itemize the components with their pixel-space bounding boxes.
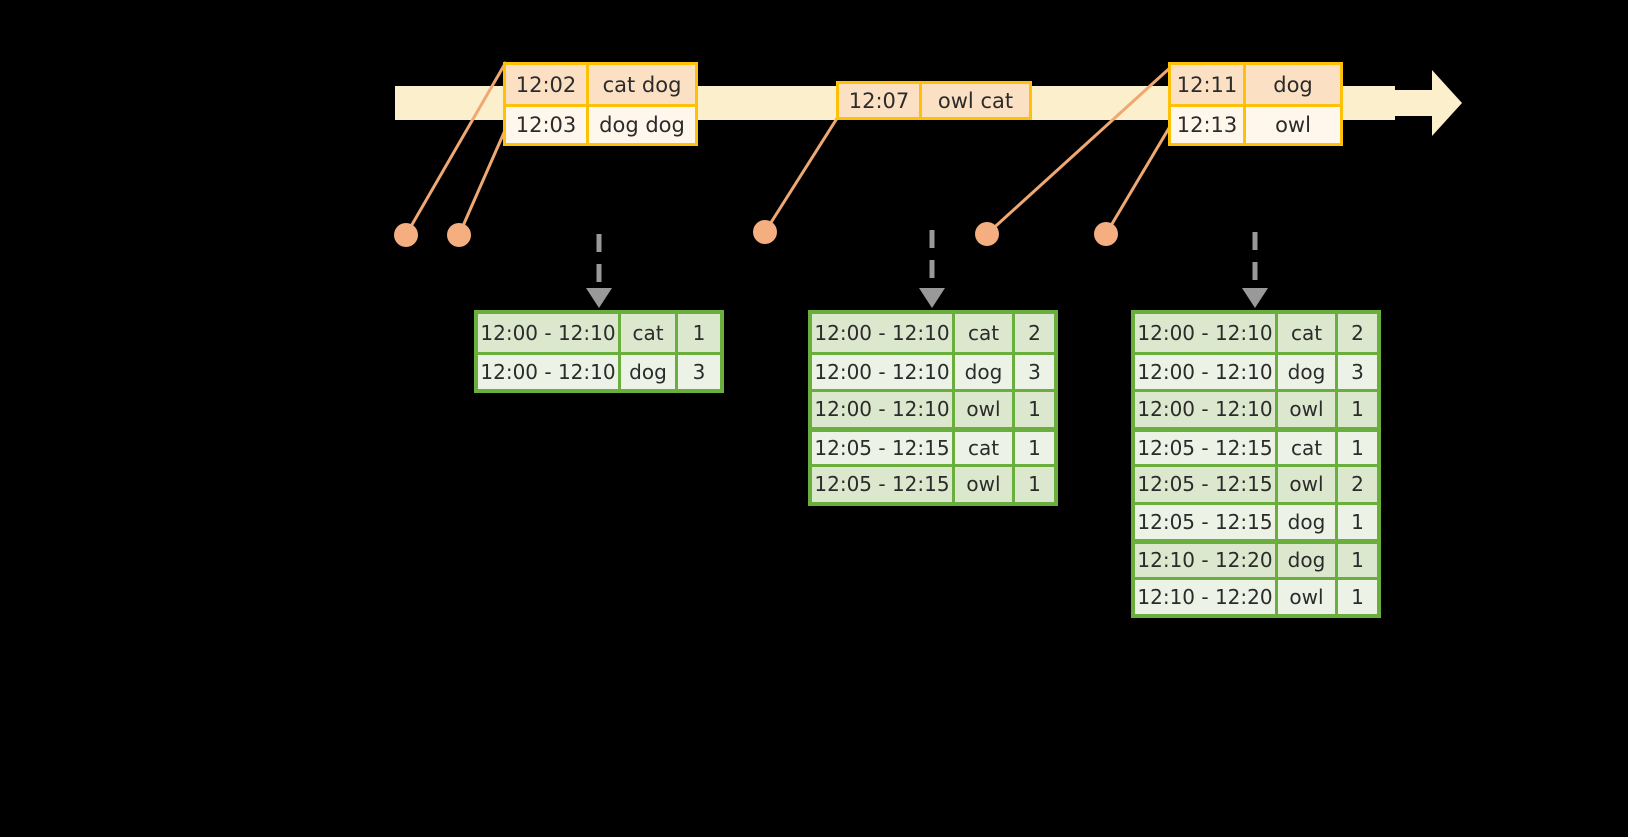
event-time: 12:02 <box>506 65 589 104</box>
table-cell-key: dog <box>955 354 1015 389</box>
table-cell-key: owl <box>1278 579 1338 614</box>
table-cell-count: 1 <box>1351 584 1364 609</box>
table-cell-key: cat <box>955 431 1015 464</box>
event-row: 12:07 owl cat <box>839 84 1029 117</box>
stream-dot-5 <box>1094 222 1118 246</box>
table-cell-count: 3 <box>692 359 706 384</box>
table-cell-window: 12:00 - 12:10 <box>478 354 621 389</box>
table-cell-key: dog <box>1278 544 1338 577</box>
table-cell-count: 1 <box>1028 435 1041 460</box>
table-cell-count: 3 <box>1351 359 1364 384</box>
table-cell-window: 12:00 - 12:10 <box>1135 314 1278 352</box>
stream-dot-3 <box>753 220 777 244</box>
table-cell-count: 1 <box>1351 435 1364 460</box>
table-cell-window: 12:00 - 12:10 <box>478 314 621 352</box>
event-box-1[interactable]: 12:02 cat dog 12:03 dog dog <box>503 62 698 146</box>
table-cell-window: 12:00 - 12:10 <box>812 354 955 389</box>
table-cell-count: 2 <box>1351 472 1364 497</box>
table-cell-window: 12:05 - 12:15 <box>1135 467 1278 502</box>
table-cell-key: owl <box>955 392 1015 427</box>
event-row: 12:03 dog dog <box>506 104 695 143</box>
event-value: owl <box>1275 113 1311 137</box>
connector-4 <box>985 64 1174 236</box>
table-cell-count: 1 <box>692 320 706 345</box>
event-time: 12:03 <box>506 107 589 143</box>
event-value: dog <box>1273 72 1313 97</box>
table-cell-window: 12:00 - 12:10 <box>1135 354 1278 389</box>
table-cell-window: 12:05 - 12:15 <box>1135 504 1278 539</box>
event-row: 12:11 dog <box>1171 65 1340 104</box>
table-cell-window: 12:05 - 12:15 <box>1135 431 1278 464</box>
table-cell-count: 1 <box>1028 397 1041 422</box>
connector-1 <box>404 61 508 236</box>
table-cell-count: 3 <box>1028 359 1041 384</box>
dashed-arrow-1-head <box>586 288 612 308</box>
table-cell-window: 12:05 - 12:15 <box>812 467 955 502</box>
event-value: dog dog <box>599 113 685 137</box>
connector-2 <box>457 127 508 236</box>
table-cell-key: dog <box>1278 504 1338 539</box>
table-cell-count: 1 <box>1351 548 1364 573</box>
connector-5 <box>1104 122 1174 235</box>
event-time: 12:07 <box>839 84 922 117</box>
table-cell-key: cat <box>955 314 1015 352</box>
stream-dot-2 <box>447 223 471 247</box>
table-cell-count: 1 <box>1351 509 1364 534</box>
table-cell-key: cat <box>1278 314 1338 352</box>
stream-dot-1 <box>394 223 418 247</box>
table-cell-window: 12:00 - 12:10 <box>812 314 955 352</box>
table-cell-key: cat <box>1278 431 1338 464</box>
table-cell-count: 2 <box>1351 320 1364 345</box>
event-box-2[interactable]: 12:07 owl cat <box>836 81 1032 120</box>
table-cell-count: 1 <box>1351 397 1364 422</box>
event-box-3[interactable]: 12:11 dog 12:13 owl <box>1168 62 1343 146</box>
table-cell-key: owl <box>1278 467 1338 502</box>
table-cell-window: 12:05 - 12:15 <box>812 431 955 464</box>
dashed-arrow-3-head <box>1242 288 1268 308</box>
event-value: cat dog <box>602 72 682 97</box>
event-value: owl cat <box>937 88 1014 113</box>
table-cell-window: 12:10 - 12:20 <box>1135 544 1278 577</box>
table-cell-key: dog <box>621 354 678 389</box>
table-cell-count: 1 <box>1028 472 1041 497</box>
table-cell-count: 2 <box>1028 320 1041 345</box>
table-cell-key: cat <box>621 314 678 352</box>
timeline-arrowhead <box>1392 70 1462 136</box>
dashed-arrow-2-head <box>919 288 945 308</box>
table-cell-window: 12:00 - 12:10 <box>1135 392 1278 427</box>
stream-dot-4 <box>975 222 999 246</box>
table-cell-key: owl <box>955 467 1015 502</box>
event-time: 12:13 <box>1171 107 1246 143</box>
table-cell-key: owl <box>1278 392 1338 427</box>
table-cell-window: 12:10 - 12:20 <box>1135 579 1278 614</box>
connector-3 <box>763 111 843 233</box>
table-cell-window: 12:00 - 12:10 <box>812 392 955 427</box>
event-time: 12:11 <box>1171 65 1246 104</box>
table-cell-key: dog <box>1278 354 1338 389</box>
event-row: 12:13 owl <box>1171 104 1340 143</box>
event-row: 12:02 cat dog <box>506 65 695 104</box>
